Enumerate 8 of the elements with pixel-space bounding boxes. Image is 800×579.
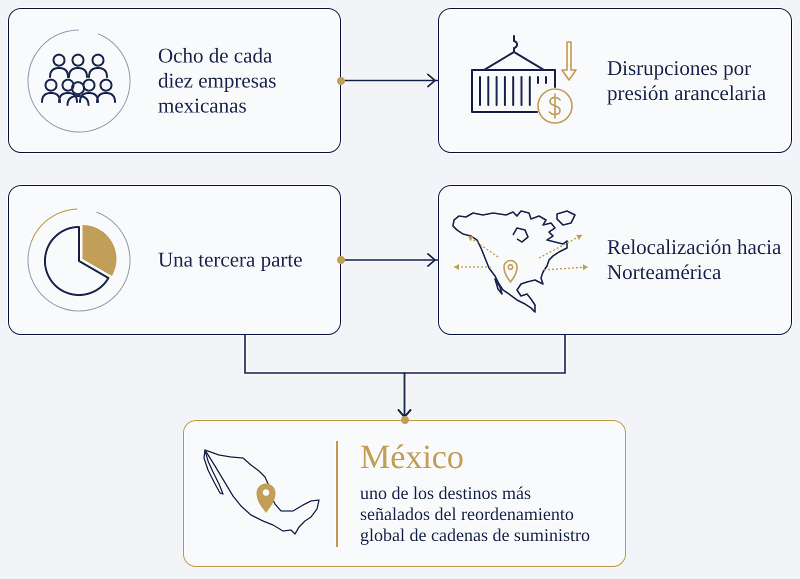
info-box — [438, 8, 792, 153]
node-label: Relocalización hacia Norteamérica — [607, 235, 782, 285]
node-label: Disrupciones por presión arancelaria — [607, 56, 768, 106]
node-label: Una tercera parte — [158, 248, 304, 272]
info-box — [438, 185, 792, 335]
node-description: uno de los destinos más señalados del reordenamiento global de cadenas de suministro — [360, 483, 591, 546]
node-title: México — [360, 438, 465, 478]
node-label: Ocho de cada diez empresas mexicanas — [158, 43, 278, 118]
